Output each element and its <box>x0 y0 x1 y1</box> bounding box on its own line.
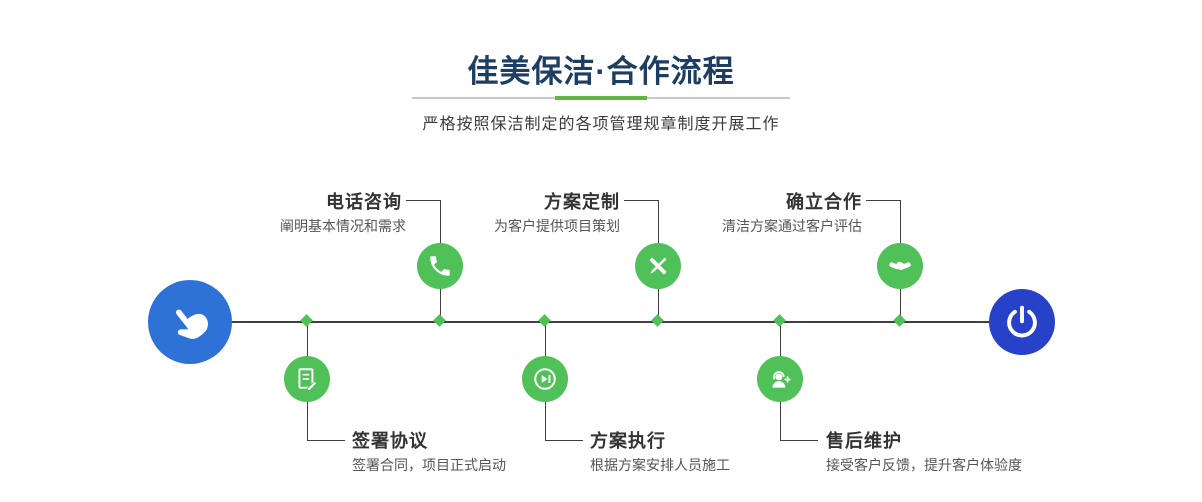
connector-line <box>658 200 659 244</box>
step-aftersales-node <box>757 356 803 402</box>
connector-line <box>545 322 546 357</box>
step-plan-design-node <box>635 243 681 289</box>
play-icon <box>532 366 558 392</box>
step-cooperation-title: 确立合作 <box>786 192 862 212</box>
connector-line <box>866 200 900 201</box>
step-agreement-node <box>284 356 330 402</box>
handshake-icon <box>886 252 914 280</box>
connector-line <box>307 402 308 441</box>
step-phone-consult-node <box>417 243 463 289</box>
connector-line <box>624 200 658 201</box>
step-phone-consult-desc: 阐明基本情况和需求 <box>280 218 406 234</box>
customer-service-icon <box>767 366 793 392</box>
step-cooperation-desc: 清洁方案通过客户评估 <box>722 218 862 234</box>
connector-line <box>307 440 345 441</box>
connector-line <box>440 289 441 322</box>
timeline-marker <box>893 314 906 327</box>
step-execution-title: 方案执行 <box>590 431 666 451</box>
step-plan-design-title: 方案定制 <box>544 192 620 212</box>
connector-line <box>658 289 659 322</box>
connector-line <box>780 440 818 441</box>
end-node <box>989 289 1055 355</box>
title-divider-accent <box>555 96 647 100</box>
connector-line <box>545 440 583 441</box>
page-subtitle: 严格按照保洁制定的各项管理规章制度开展工作 <box>422 116 780 133</box>
step-agreement-title: 签署协议 <box>352 431 428 451</box>
pointing-hand-icon <box>167 299 213 345</box>
timeline-marker <box>538 314 551 327</box>
start-node <box>148 280 232 364</box>
connector-line <box>545 402 546 441</box>
step-aftersales-title: 售后维护 <box>826 431 902 451</box>
connector-line <box>406 200 440 201</box>
connector-line <box>440 200 441 244</box>
page-title: 佳美保洁·合作流程 <box>467 54 735 89</box>
title-divider <box>412 96 790 100</box>
step-cooperation-node <box>877 243 923 289</box>
step-execution-desc: 根据方案安排人员施工 <box>590 457 730 473</box>
timeline-marker <box>773 314 786 327</box>
timeline-line <box>190 321 1022 323</box>
connector-line <box>780 322 781 357</box>
step-agreement-desc: 签署合同，项目正式启动 <box>352 457 506 473</box>
connector-line <box>900 200 901 244</box>
power-icon <box>1004 304 1040 340</box>
step-aftersales-desc: 接受客户反馈，提升客户体验度 <box>826 457 1022 473</box>
timeline-marker <box>300 314 313 327</box>
step-plan-design-desc: 为客户提供项目策划 <box>494 218 620 234</box>
contract-icon <box>294 366 320 392</box>
design-tools-icon <box>645 253 671 279</box>
phone-icon <box>427 253 453 279</box>
timeline-marker <box>651 314 664 327</box>
step-execution-node <box>522 356 568 402</box>
connector-line <box>307 322 308 357</box>
step-phone-consult-title: 电话咨询 <box>326 192 402 212</box>
timeline-marker <box>433 314 446 327</box>
connector-line <box>780 402 781 441</box>
connector-line <box>900 289 901 322</box>
